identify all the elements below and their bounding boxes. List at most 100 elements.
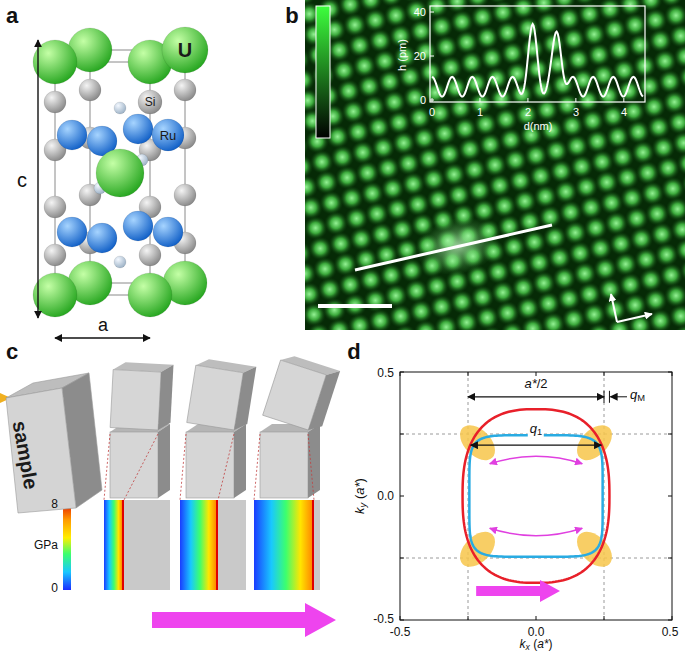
fermi-surface-plot	[604, 616, 605, 620]
uranium-atom: U	[162, 27, 208, 73]
dimension-arrow	[37, 40, 38, 318]
stm-image	[682, 0, 685, 25]
tick-label: -0.5	[373, 613, 394, 625]
crack-stage	[187, 365, 243, 430]
stm-image	[682, 277, 685, 306]
crack-illustration	[0, 352, 340, 637]
dimension-tick	[609, 391, 610, 403]
fermi-surface-plot	[536, 372, 537, 376]
crack-stage	[308, 424, 320, 498]
ruthenium-atom: Ru	[152, 119, 184, 151]
fermi-surface-plot	[468, 372, 469, 376]
stress-map	[180, 500, 216, 590]
axis-title: kx (a*)	[520, 638, 553, 652]
text-run: 0.0	[377, 489, 394, 503]
silicon-atom-label: Si	[145, 96, 156, 108]
stm-image	[370, 327, 399, 330]
atom	[114, 102, 126, 114]
stress-map	[104, 500, 170, 590]
color-bar	[316, 6, 330, 138]
ruthenium-atom-shape	[152, 119, 184, 151]
text-run: 0	[420, 94, 426, 106]
dimension-arrow	[610, 396, 627, 397]
axis-title: h (pm)	[397, 39, 408, 71]
crack-stage	[180, 357, 256, 590]
text-run: 0.5	[377, 366, 394, 380]
uranium-atom	[128, 273, 172, 317]
text-run: /2	[537, 376, 548, 391]
uranium-atom-shape	[162, 27, 208, 73]
text-run: 20	[414, 50, 426, 62]
fermi-surface-plot	[400, 496, 404, 497]
direction-arrow	[152, 603, 336, 637]
text-run: (	[530, 637, 537, 651]
unit-cell	[33, 28, 207, 317]
height-profile-inset	[430, 6, 645, 102]
fermi-surface-plot	[668, 558, 672, 559]
fermi-contour	[469, 435, 602, 557]
crack-stage	[234, 365, 256, 432]
nesting-arrow	[490, 528, 582, 535]
ruthenium-atom	[87, 223, 117, 253]
uranium-atom	[33, 40, 77, 84]
silicon-atom	[44, 91, 66, 113]
ruthenium-atom	[57, 120, 87, 150]
crack-stage	[254, 434, 260, 500]
text-run: 1	[477, 106, 483, 118]
direction-arrow	[476, 580, 560, 602]
ruthenium-atom-label: Ru	[160, 129, 177, 142]
fermi-surface-plot	[604, 372, 605, 376]
tick-label: 40	[414, 7, 426, 18]
height-profile-inset	[430, 56, 434, 57]
text-run: -0.5	[373, 612, 394, 626]
stress-map	[216, 500, 218, 590]
atom	[114, 256, 126, 268]
text-run: 4	[621, 106, 627, 118]
text-run: 3	[573, 106, 579, 118]
panel-letter: b	[285, 5, 298, 27]
fermi-surface-plot	[468, 616, 469, 620]
text-run: 40	[414, 6, 426, 18]
text-run: k	[352, 507, 367, 514]
stm-image	[103, 0, 685, 557]
sample-block-shape	[6, 388, 76, 513]
silicon-atom	[174, 184, 196, 206]
fermi-surface-plot	[400, 620, 404, 621]
text-run: q	[630, 387, 637, 402]
dimension-label: a	[98, 316, 108, 334]
uranium-atom	[33, 273, 77, 317]
dimension-arrow	[55, 337, 150, 338]
stm-image	[677, 256, 685, 285]
height-profile-inset	[432, 24, 643, 96]
stm-image	[305, 0, 685, 330]
stress-map	[312, 500, 314, 590]
ruthenium-atom	[123, 211, 153, 241]
tick-label: 2	[525, 107, 531, 118]
lattice-axes	[611, 294, 617, 322]
crack-stage	[104, 434, 110, 500]
text-run: a	[98, 315, 108, 335]
text-run: y	[358, 503, 368, 508]
panel-letter: d	[347, 341, 360, 363]
crack-stage	[110, 370, 161, 430]
text-run: b	[285, 3, 298, 28]
tick-label: 0.5	[662, 626, 679, 638]
crack-stage	[158, 364, 173, 431]
panel-letter: c	[6, 341, 18, 363]
stm-image	[457, 328, 486, 330]
fermi-surface-plot	[400, 616, 401, 620]
text-run: 8	[51, 497, 58, 511]
text-run: 0.0	[528, 625, 545, 639]
text-run: (	[352, 495, 367, 503]
text-run: GPa	[34, 538, 58, 552]
fermi-surface-plot	[400, 434, 404, 435]
crack-stage	[186, 432, 234, 498]
text-run: 0	[51, 581, 58, 595]
text-run: )	[549, 637, 553, 651]
crack-stage	[110, 362, 173, 431]
stress-map	[122, 500, 124, 590]
dimension-label: qM	[630, 388, 645, 404]
stm-image	[305, 0, 685, 330]
axis-title: d(nm)	[524, 121, 553, 132]
